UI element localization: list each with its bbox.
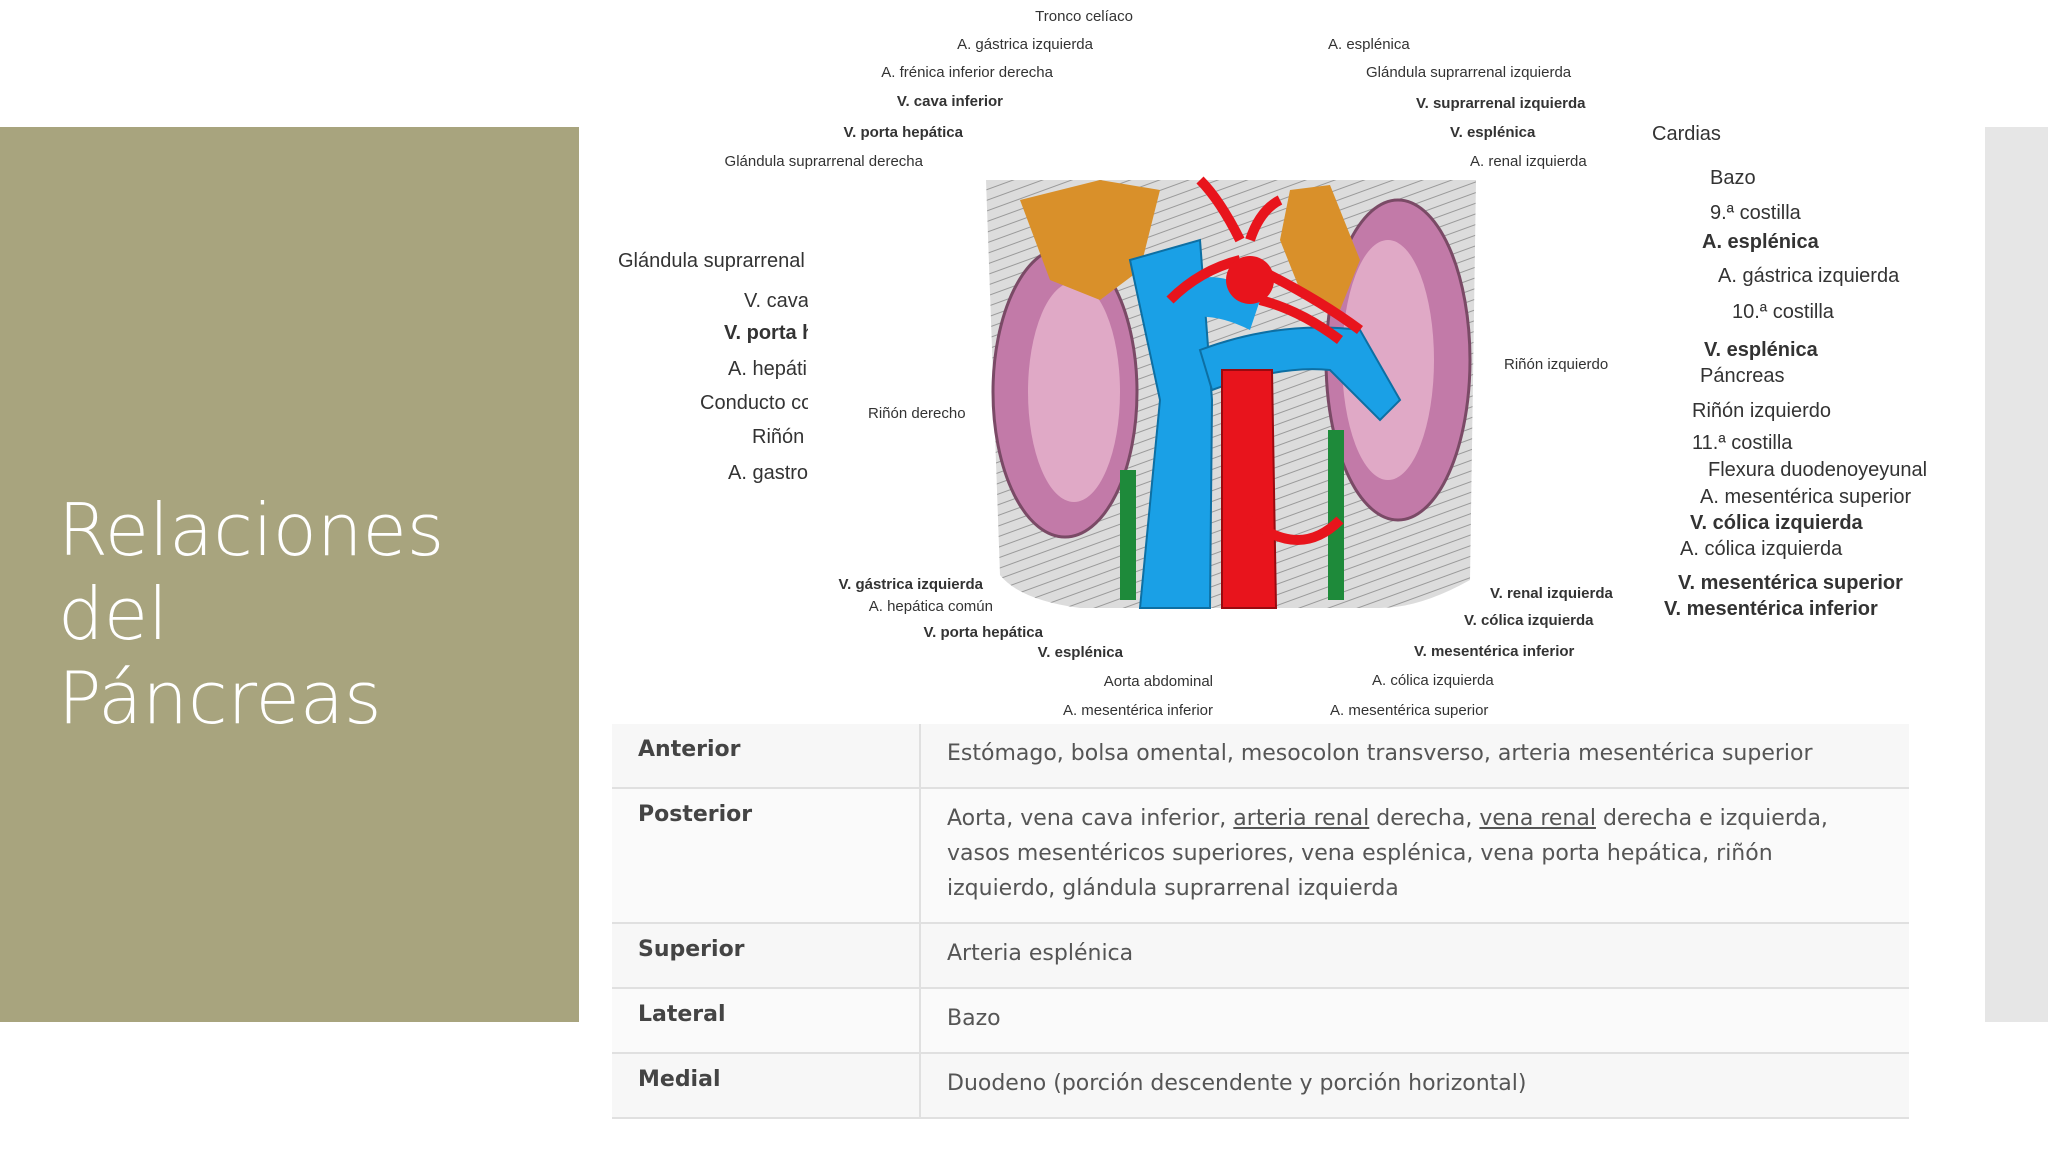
row-key: Lateral [612, 988, 921, 1054]
label-glandula-izq: Glándula suprarrenal izquierda [1366, 64, 1572, 81]
cut-label: Riñón d [752, 426, 808, 448]
side-label-pancreas: Páncreas [1700, 365, 1785, 387]
anatomy-figure: Glándula suprarrenal d V. cava i V. port… [600, 0, 1980, 725]
arteria-renal-link[interactable]: arteria renal [1233, 806, 1370, 831]
side-label-v-colica: V. cólica izquierda [1690, 512, 1863, 534]
title-panel [0, 127, 579, 1022]
value-text: Aorta, vena cava inferior, [947, 806, 1234, 831]
side-label-v-mes-inf: V. mesentérica inferior [1664, 598, 1878, 620]
label-a-colica-izq: A. cólica izquierda [1372, 672, 1494, 689]
relations-table: Anterior Estómago, bolsa omental, mesoco… [612, 724, 1909, 1119]
slide-title-line2: Páncreas [58, 656, 382, 740]
cut-label: V. porta he [724, 322, 808, 344]
label-v-cava: V. cava inferior [896, 93, 1003, 110]
table-row: Superior Arteria esplénica [612, 923, 1909, 989]
side-label-10-costilla: 10.ª costilla [1732, 301, 1834, 323]
side-label-v-mes-sup: V. mesentérica superior [1678, 572, 1903, 594]
row-value: Estómago, bolsa omental, mesocolon trans… [920, 724, 1909, 789]
label-rinon-izq: Riñón izquierdo [1504, 356, 1609, 373]
label-v-renal-izq: V. renal izquierda [1490, 585, 1613, 602]
side-label-flexura: Flexura duodenoyeyunal [1708, 459, 1928, 481]
side-label-a-gastrica: A. gástrica izquierda [1718, 265, 1900, 287]
right-kidney-inner [1028, 282, 1120, 502]
label-a-hepatica: A. hepática común [868, 598, 993, 615]
label-rinon-der: Riñón derecho [868, 405, 966, 422]
right-edge-panel [1985, 127, 2048, 1022]
cut-label: Conducto co [700, 392, 808, 414]
label-a-renal-izq: A. renal izquierda [1470, 153, 1587, 170]
row-value: Aorta, vena cava inferior, arteria renal… [920, 788, 1909, 924]
slide-title-line1: Relaciones del [58, 488, 445, 656]
vena-renal-link[interactable]: vena renal [1479, 806, 1596, 831]
side-label-v-esplenica: V. esplénica [1704, 339, 1818, 361]
value-text: derecha, [1369, 806, 1480, 831]
left-ureter [1328, 430, 1344, 600]
right-ureter [1120, 470, 1136, 600]
side-label-a-colica: A. cólica izquierda [1680, 538, 1843, 560]
row-value: Bazo [920, 988, 1909, 1054]
side-label-cardias: Cardias [1652, 123, 1721, 145]
label-tronco-celiaco: Tronco celíaco [1035, 8, 1133, 25]
side-label-9-costilla: 9.ª costilla [1710, 202, 1801, 224]
label-v-gastrica-izq: V. gástrica izquierda [838, 576, 983, 593]
cut-label: Glándula suprarrenal d [618, 250, 808, 272]
label-a-gastrica-izq: A. gástrica izquierda [957, 36, 1093, 53]
row-value: Arteria esplénica [920, 923, 1909, 989]
value-text: derecha e izquierda, vasos mesentéricos … [947, 806, 1828, 901]
right-adrenal [1020, 180, 1160, 300]
cut-label: V. cava i [744, 290, 808, 312]
label-a-mes-inf: A. mesentérica inferior [1062, 702, 1213, 719]
label-a-esplenica: A. esplénica [1328, 36, 1410, 53]
row-key: Anterior [612, 724, 921, 789]
row-value: Duodeno (porción descendente y porción h… [920, 1053, 1909, 1119]
inferior-vena-cava [1128, 238, 1214, 609]
row-key: Superior [612, 923, 921, 989]
left-kidney-inner [1342, 240, 1434, 480]
label-v-colica-izq: V. cólica izquierda [1464, 612, 1594, 629]
side-label-rinon-izq: Riñón izquierdo [1692, 400, 1831, 422]
label-glandula-der: Glándula suprarrenal derecha [724, 153, 923, 170]
slide-title: Relaciones del Páncreas [58, 488, 558, 740]
table-row: Anterior Estómago, bolsa omental, mesoco… [612, 724, 1909, 789]
side-label-11-costilla: 11.ª costilla [1692, 432, 1793, 454]
row-key: Posterior [612, 788, 921, 924]
side-label-a-esplenica: A. esplénica [1702, 231, 1819, 253]
arterial-branches [1166, 176, 1363, 545]
anatomy-illustration [986, 176, 1476, 609]
label-v-porta: V. porta hepática [843, 124, 964, 141]
cut-label: A. hepáti [728, 358, 807, 380]
label-v-mes-inf: V. mesentérica inferior [1414, 643, 1575, 660]
label-a-mes-sup: A. mesentérica superior [1330, 702, 1489, 719]
table-row: Medial Duodeno (porción descendente y po… [612, 1053, 1909, 1119]
label-a-frenica: A. frénica inferior derecha [881, 64, 1053, 81]
table-row: Lateral Bazo [612, 988, 1909, 1054]
label-aorta: Aorta abdominal [1103, 673, 1213, 690]
cut-left-labels: Glándula suprarrenal d V. cava i V. port… [600, 0, 808, 520]
side-label-bazo: Bazo [1710, 167, 1756, 189]
cut-label: A. gastro [728, 462, 808, 484]
label-v-esplenica-bottom: V. esplénica [1037, 644, 1123, 661]
row-key: Medial [612, 1053, 921, 1119]
label-v-suprarrenal: V. suprarrenal izquierda [1416, 95, 1586, 112]
side-label-a-mes-sup: A. mesentérica superior [1700, 486, 1912, 508]
celiac-trunk [1226, 256, 1274, 304]
table-row: Posterior Aorta, vena cava inferior, art… [612, 788, 1909, 924]
label-v-esplenica-top: V. esplénica [1450, 124, 1536, 141]
abdominal-aorta [1221, 369, 1278, 609]
left-adrenal [1280, 185, 1360, 310]
label-v-porta-bottom: V. porta hepática [923, 624, 1044, 641]
